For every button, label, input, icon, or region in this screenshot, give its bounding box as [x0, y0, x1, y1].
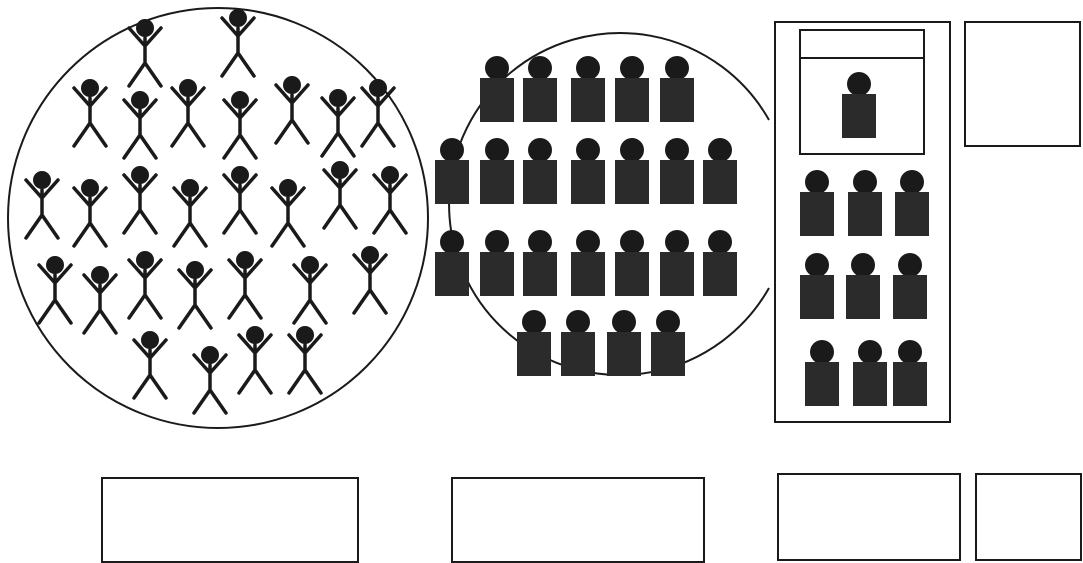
answer-box-2[interactable] — [452, 478, 704, 562]
block-person-icon — [480, 56, 514, 122]
answer-box-4[interactable] — [976, 474, 1081, 560]
answer-box-top-right[interactable] — [965, 22, 1080, 146]
answer-box-1[interactable] — [102, 478, 358, 562]
answer-box-3[interactable] — [778, 474, 960, 560]
